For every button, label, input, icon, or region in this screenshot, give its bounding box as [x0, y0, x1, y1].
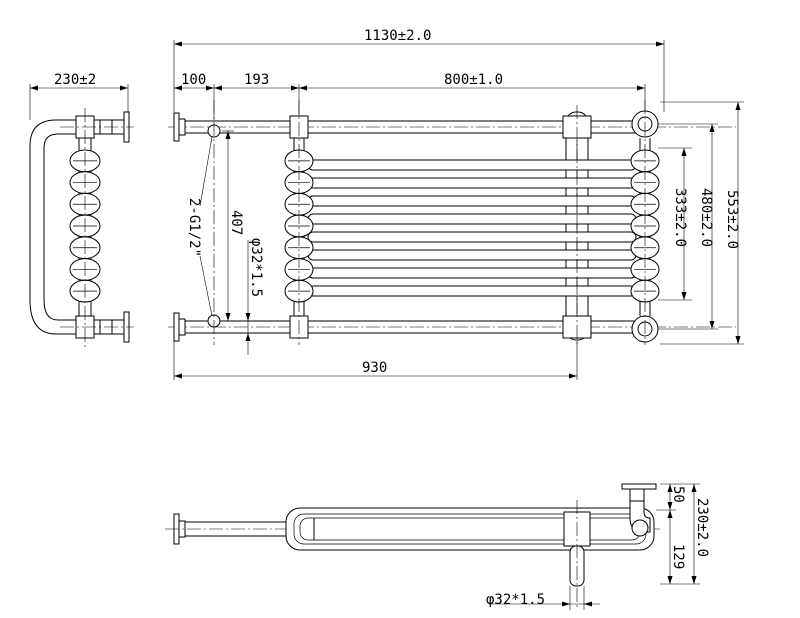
- label-connection: 2-G1/2": [186, 198, 202, 257]
- radiator-tube: [307, 177, 637, 189]
- label-plan-tube-diameter: φ32*1.5: [486, 592, 545, 608]
- radiator-tube: [307, 159, 637, 171]
- dim-connection-height: 407: [228, 210, 244, 235]
- right-header-sections: [630, 149, 660, 303]
- dim-plan-depth: 230±2.0: [694, 498, 710, 557]
- dim-center-height: 480±2.0: [698, 188, 714, 247]
- dim-overall-width: 1130±2.0: [364, 28, 431, 44]
- dim-total-height: 553±2.0: [724, 190, 740, 249]
- side-view: [29, 84, 134, 350]
- radiator-tube: [307, 267, 637, 279]
- label-tube-diameter: φ32*1.5: [248, 238, 264, 297]
- dim-first-bar: 193: [244, 72, 269, 88]
- dim-plan-offset-b: 129: [670, 544, 686, 569]
- dim-lower-length: 930: [362, 360, 387, 376]
- dim-inlet-offset: 100: [181, 72, 206, 88]
- front-dimensions: [173, 40, 744, 380]
- radiator-tube: [307, 231, 637, 243]
- dim-side-depth: 230±2: [54, 72, 96, 88]
- dim-bar-center: 800±1.0: [444, 72, 503, 88]
- radiator-tube: [307, 195, 637, 207]
- plan-view: [165, 483, 700, 610]
- front-view: [168, 100, 736, 345]
- dim-plan-offset-a: 50: [670, 486, 686, 503]
- radiator-tube: [307, 285, 637, 297]
- radiator-tube: [307, 249, 637, 261]
- dim-radiator-height: 333±2.0: [672, 188, 688, 247]
- radiator-tube: [307, 213, 637, 225]
